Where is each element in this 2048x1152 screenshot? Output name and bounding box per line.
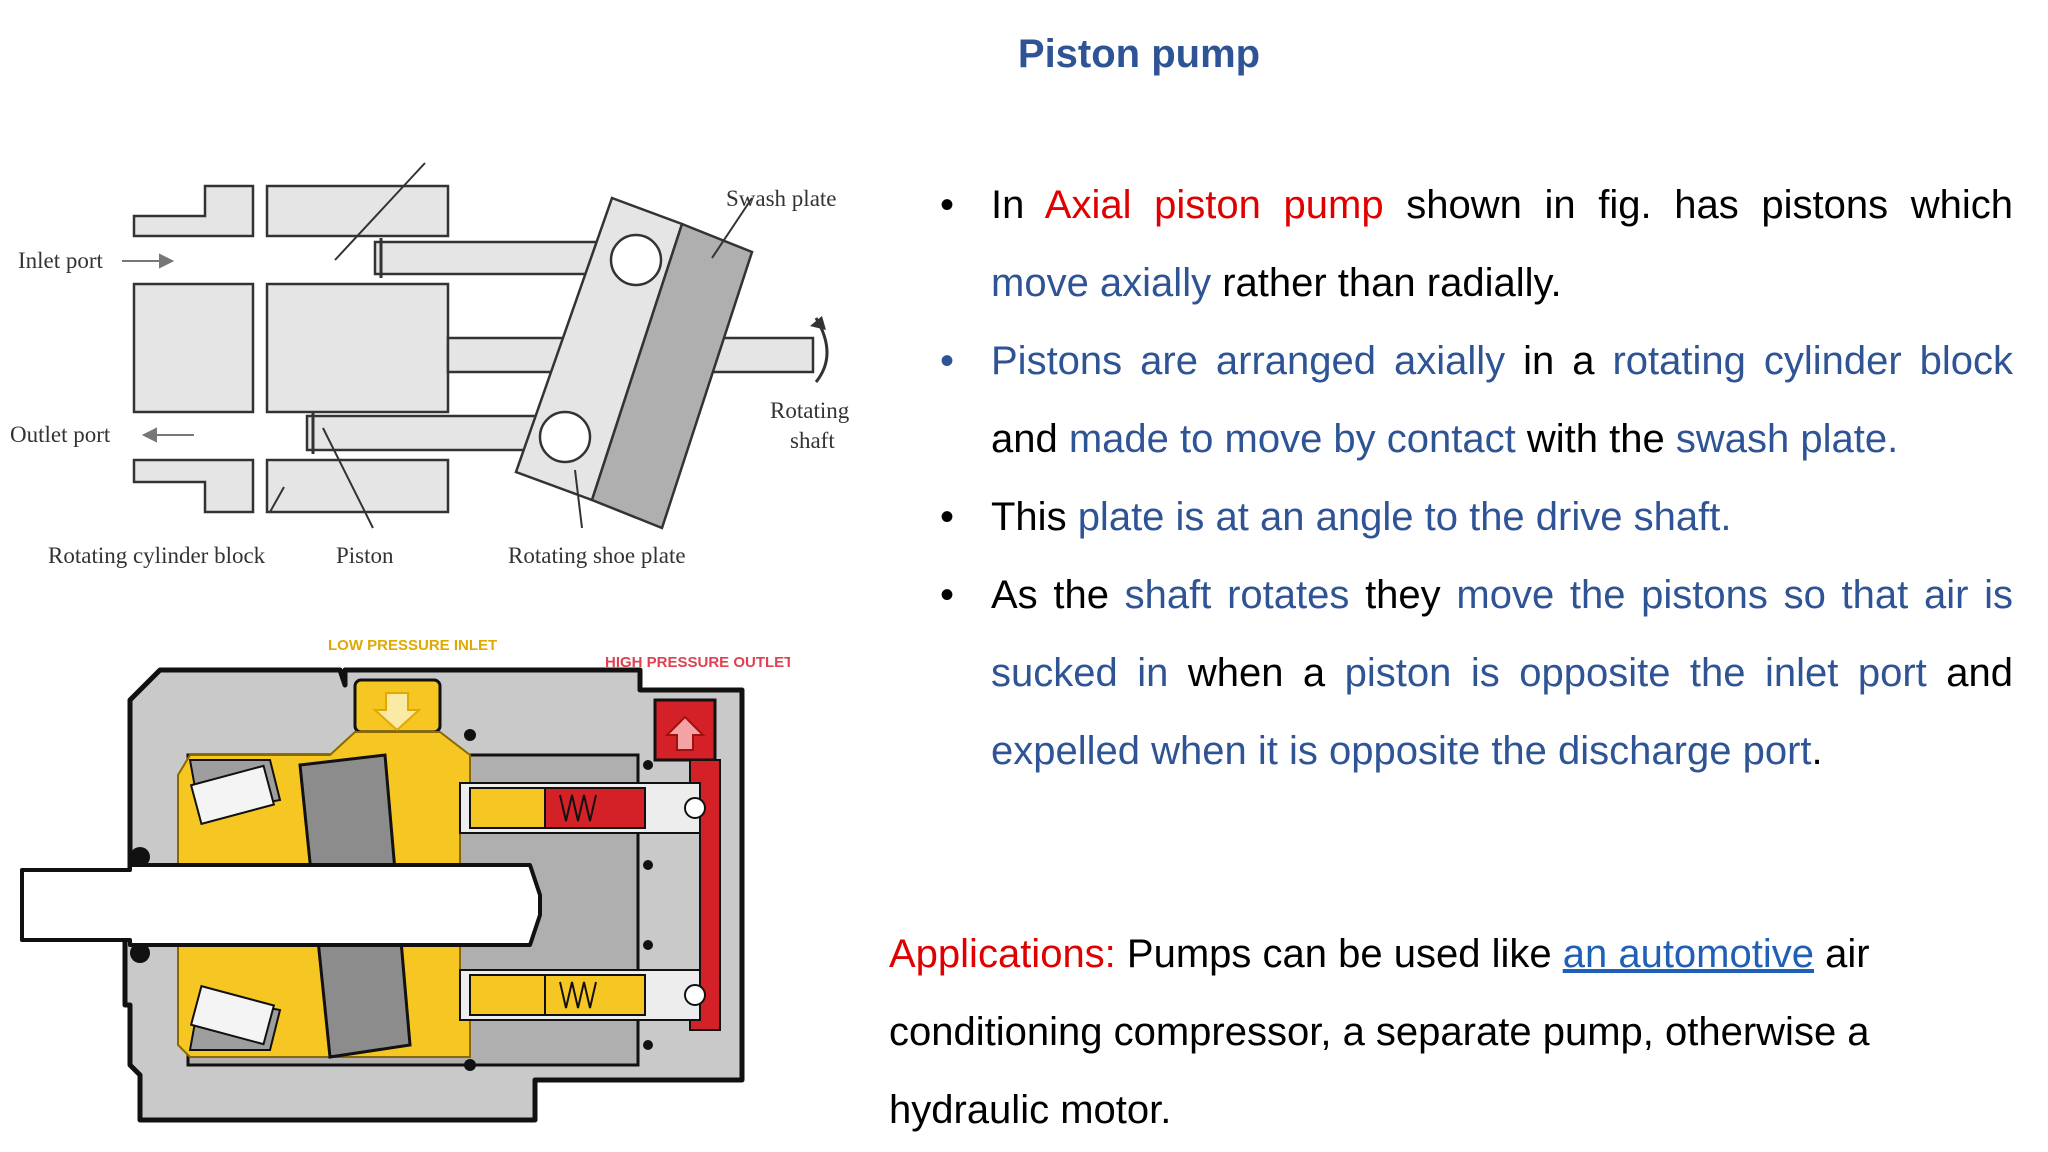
axial-piston-schematic: Swash plate Inlet port Outlet port Rotat…	[10, 162, 850, 568]
applications-paragraph: Applications: Pumps can be used like an …	[889, 915, 1989, 1149]
bullet-dot-icon: •	[939, 339, 954, 383]
piston-pump-cutaway: LOW PRESSURE INLET HIGH PRESSURE OUTLET	[20, 637, 790, 1123]
piston-upper	[469, 787, 546, 829]
bullet-text-segment: expelled when it is opposite the dischar…	[991, 729, 1812, 773]
label-swash-plate: Swash plate	[726, 186, 837, 211]
bullet-text-segment: when a	[1168, 651, 1345, 695]
applications-text-after-link: air conditioning compressor, a separate …	[889, 932, 1870, 1132]
label-high-pressure-outlet: HIGH PRESSURE OUTLET	[605, 654, 790, 671]
label-outlet-port: Outlet port	[10, 422, 111, 447]
applications-label: Applications:	[889, 932, 1116, 976]
pressure-chamber-upper	[544, 787, 646, 829]
piston-ball-upper	[609, 233, 663, 287]
piston-upper	[373, 240, 619, 276]
seal-upper-icon	[130, 847, 150, 867]
bullet-text-segment: Axial piston pump	[1044, 183, 1384, 227]
seal-lower-icon	[130, 943, 150, 963]
piston-ball-lower	[538, 410, 592, 464]
label-rotating-shaft-2: shaft	[790, 428, 835, 453]
drive-shaft	[20, 863, 542, 947]
bullet-text-segment: rather than radially.	[1211, 261, 1562, 305]
inlet-arrow-icon	[372, 692, 422, 732]
cylinder-block-upper	[265, 184, 450, 238]
cylinder-block-lower	[265, 458, 450, 514]
bullet-list: • In Axial piston pump shown in fig. has …	[935, 166, 2013, 790]
bullet-text-segment: and	[1926, 651, 2013, 695]
bullet-text-segment: in a	[1505, 339, 1613, 383]
label-rotating-shoe-plate: Rotating shoe plate	[508, 543, 686, 568]
label-low-pressure-inlet: LOW PRESSURE INLET	[328, 637, 497, 654]
bullet-text-segment: In	[991, 183, 1045, 227]
piston-lower	[469, 974, 546, 1016]
bullet-text-segment: move axially	[991, 261, 1212, 305]
bullet-text-segment: plate is at an angle to the drive shaft.	[1077, 495, 1732, 539]
head-lower	[132, 458, 255, 514]
bullet-dot-icon: •	[939, 183, 954, 227]
bullet-text-segment: they	[1349, 573, 1457, 617]
bullet-text-segment: As the	[991, 573, 1125, 617]
bullet-dot-icon: •	[939, 573, 954, 617]
bullet-text-segment: and	[991, 417, 1069, 461]
label-inlet-port: Inlet port	[18, 248, 104, 273]
piston-lower	[305, 414, 559, 452]
label-rotating-cylinder-block: Rotating cylinder block	[48, 543, 266, 568]
bullet-text-segment: piston is opposite the inlet port	[1344, 651, 1927, 695]
slide-title: Piston pump	[1017, 32, 1261, 76]
swash-plate	[590, 222, 754, 530]
bullet-item: • Pistons are arranged axially in a rotat…	[935, 322, 2013, 478]
bullet-item: • As the shaft rotates they move the pist…	[935, 556, 2013, 790]
bullet-text-segment: Pistons are arranged axially	[991, 339, 1506, 383]
bullet-text-segment: move the pistons so that air is sucked i…	[991, 573, 2013, 695]
bearing-upper	[189, 764, 276, 826]
bullet-text-segment: rotating cylinder block	[1612, 339, 2013, 383]
cylinder-block-middle	[265, 282, 450, 414]
outlet-arrow-icon	[664, 715, 706, 751]
applications-text-before-link: Pumps can be used like	[1115, 932, 1563, 976]
label-rotating-shaft-1: Rotating	[770, 398, 850, 423]
automotive-link[interactable]: an automotive	[1562, 932, 1814, 976]
bullet-item: • In Axial piston pump shown in fig. has …	[935, 166, 2013, 322]
bearing-lower	[189, 984, 276, 1046]
label-piston: Piston	[336, 543, 394, 568]
bullet-dot-icon: •	[939, 495, 954, 539]
bullet-text-segment: shown in fig. has pistons which	[1383, 183, 2014, 227]
head-upper	[132, 184, 255, 238]
bullet-text-segment: .	[1811, 729, 1823, 773]
bullet-text-segment: shaft rotates	[1124, 573, 1350, 617]
bullet-text-segment: swash plate.	[1675, 417, 1899, 461]
head-middle	[132, 282, 255, 414]
bullet-text-segment: This	[991, 495, 1078, 539]
bullet-text-segment: with the	[1515, 417, 1676, 461]
bullet-text-segment: made to move by contact	[1068, 417, 1516, 461]
bullet-item: • This plate is at an angle to the drive …	[935, 478, 2013, 556]
